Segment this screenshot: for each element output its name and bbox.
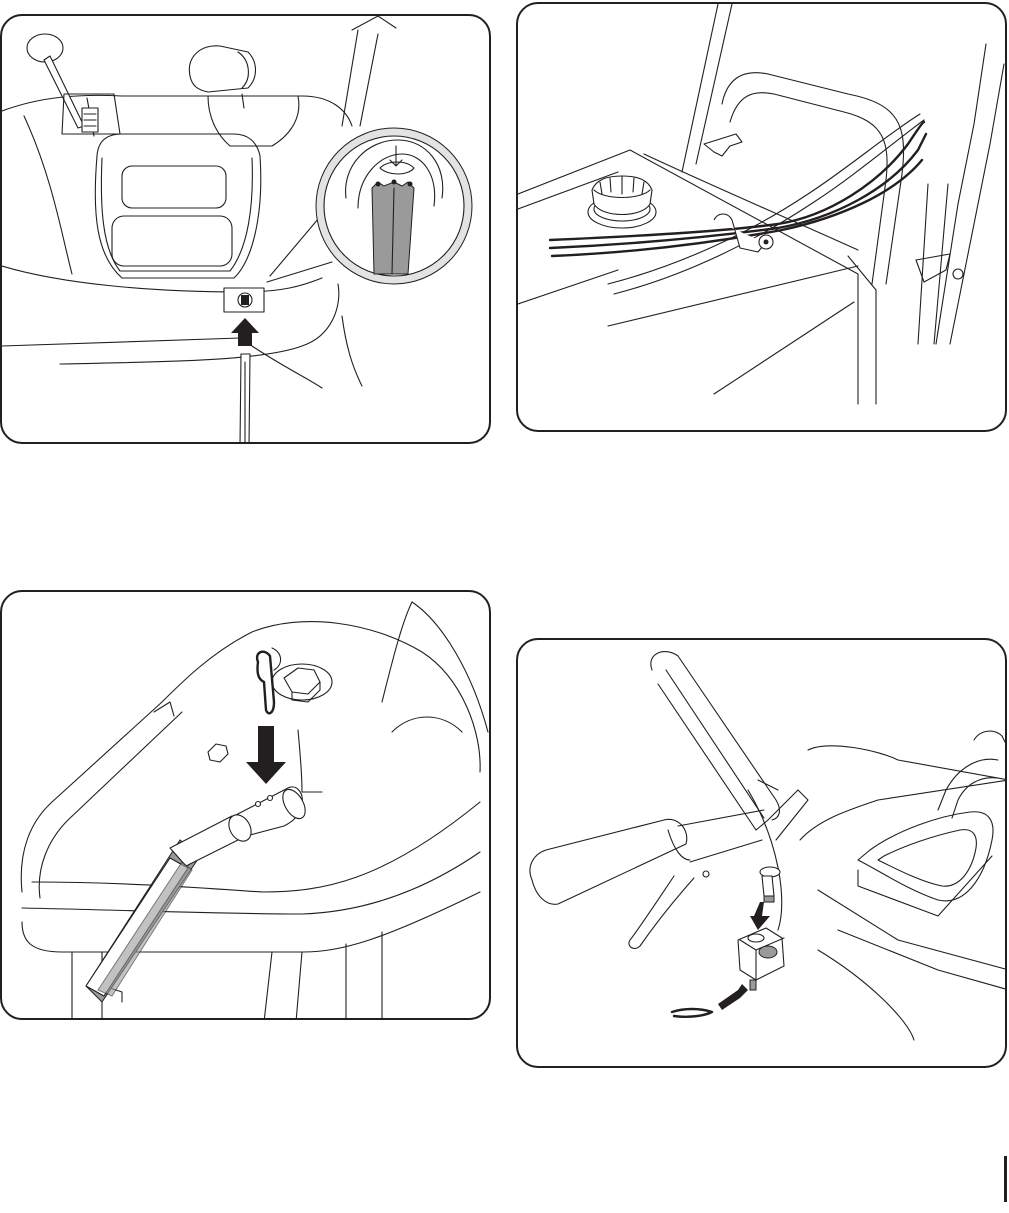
hairpin-clip-shaft-illustration-icon bbox=[2, 592, 491, 1020]
cable-tie-routing-illustration-icon bbox=[518, 4, 1007, 432]
figure-hairpin-clip-shaft bbox=[0, 590, 491, 1020]
figure-cable-tie-routing bbox=[516, 2, 1007, 432]
shift-rod-insertion-illustration-icon bbox=[2, 16, 491, 444]
figure-clevis-pin-handle bbox=[516, 638, 1007, 1068]
clevis-pin-handle-illustration-icon bbox=[518, 640, 1007, 1068]
page-edge-marker bbox=[1004, 1156, 1007, 1202]
figure-shift-rod-insertion bbox=[0, 14, 491, 444]
